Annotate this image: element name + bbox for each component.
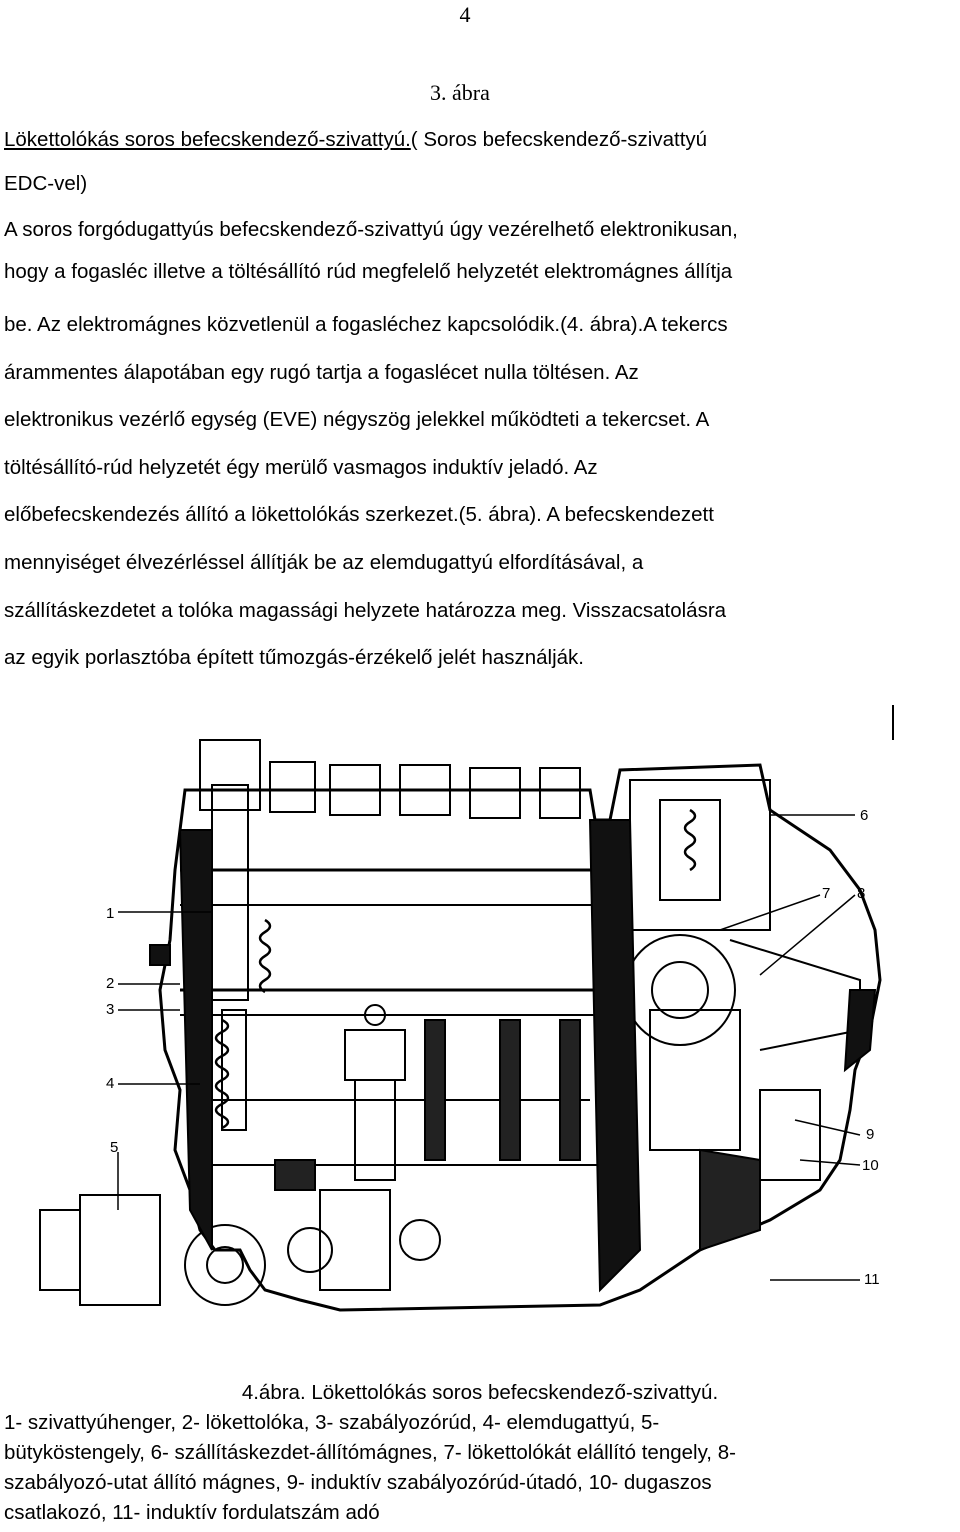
legend-line: bütyköstengely, 6- szállításkezdet-állít…	[4, 1441, 736, 1464]
callout-label: 3	[106, 1001, 114, 1018]
section-heading: Lökettolókás soros befecskendező-szivatt…	[4, 128, 954, 152]
callout-label: 2	[106, 975, 114, 992]
paragraph-line: mennyiséget élvezérléssel állítják be az…	[4, 550, 644, 574]
paragraph-line: előbefecskendezés állító a lökettolókás …	[4, 503, 714, 527]
figure-legend: 1- szivattyúhenger, 2- lökettolóka, 3- s…	[4, 1410, 959, 1530]
callout-label: 8	[857, 885, 865, 902]
heading-link[interactable]: Lökettolókás soros befecskendező-szivatt…	[4, 128, 411, 151]
callout-label: 5	[110, 1139, 118, 1156]
callout-label: 9	[866, 1126, 874, 1143]
figure-caption: 4.ábra. Lökettolókás soros befecskendező…	[241, 1381, 719, 1404]
heading-continuation: EDC-vel)	[4, 172, 88, 195]
paragraph-line: szállításkezdetet a tolóka magassági hel…	[4, 598, 727, 622]
legend-line: 1- szivattyúhenger, 2- lökettolóka, 3- s…	[4, 1411, 660, 1434]
paragraph-line: hogy a fogasléc illetve a töltésállító r…	[4, 260, 733, 283]
paragraph-line: árammentes álapotában egy rugó tartja a …	[4, 360, 639, 384]
paragraph-line: elektronikus vezérlő egység (EVE) négysz…	[4, 408, 710, 432]
paragraph-line: töltésállító-rúd helyzetét égy merülő va…	[4, 455, 598, 479]
callout-label: 6	[860, 807, 868, 824]
callout-label: 7	[822, 885, 830, 902]
paragraph-line: az egyik porlasztóba épített tűmozgás-ér…	[4, 646, 585, 670]
legend-line: szabályozó-utat állító mágnes, 9- indukt…	[4, 1471, 712, 1494]
heading-rest: ( Soros befecskendező-szivattyú	[410, 128, 708, 151]
paragraph-top: A soros forgódugattyús befecskendező-szi…	[4, 218, 959, 302]
previous-figure-caption: 3. ábra	[430, 80, 490, 105]
paragraph-line: be. Az elektromágnes közvetlenül a fogas…	[4, 313, 728, 336]
callout-label: 4	[106, 1075, 114, 1092]
pump-cutaway-drawing: 1 2 3 4 5 6 7 8 9 10 11	[39, 705, 894, 1312]
page-number: 4	[459, 2, 471, 27]
paragraph-line: A soros forgódugattyús befecskendező-szi…	[4, 218, 738, 241]
callout-label: 1	[106, 905, 114, 922]
callout-label: 11	[864, 1271, 880, 1288]
paragraph-body: be. Az elektromágnes közvetlenül a fogas…	[4, 310, 959, 691]
legend-line: csatlakozó, 11- induktív fordulatszám ad…	[4, 1501, 380, 1524]
callout-label: 10	[862, 1157, 879, 1174]
